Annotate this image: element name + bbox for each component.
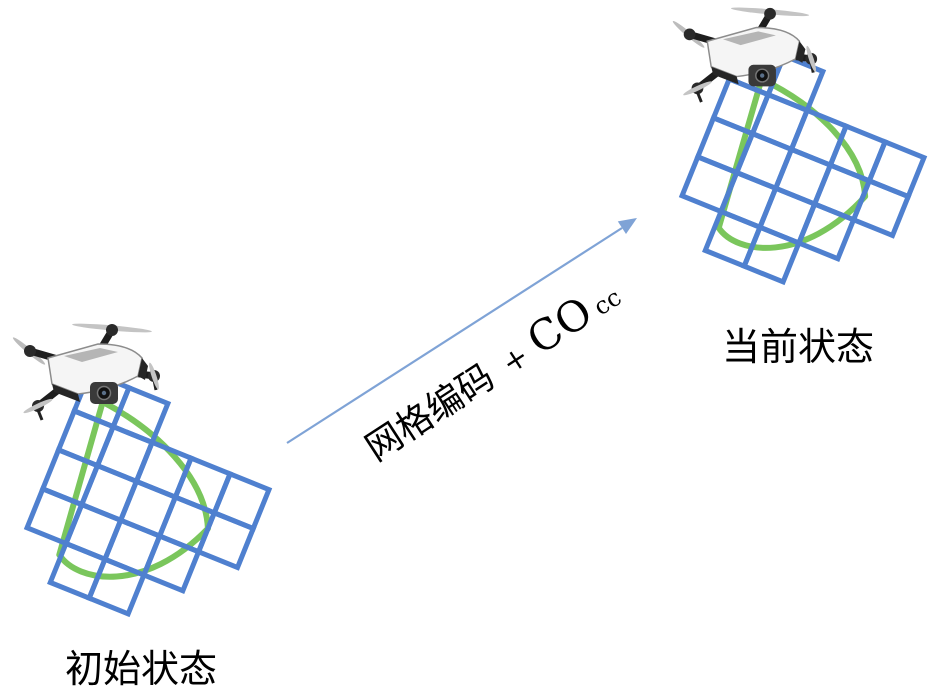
grid-cell (866, 138, 928, 200)
initial-state-grid (23, 368, 273, 618)
grid-cell (740, 223, 803, 286)
arrow-head (617, 218, 637, 234)
arrow-label-plus: + (495, 339, 535, 382)
grid-cell (78, 462, 140, 524)
arrow-label-subscript: cc (589, 283, 627, 321)
initial-state-group: 初始状态 (11, 322, 273, 691)
grid-cell (85, 555, 148, 618)
grid-cell (94, 423, 156, 485)
grid-cell (795, 200, 857, 262)
initial-state-label: 初始状态 (65, 647, 217, 691)
initial-flight-path (56, 398, 211, 580)
grid-cell (850, 177, 912, 239)
grid-cell (117, 478, 179, 540)
arrow-label: 网格编码+COcc (355, 269, 629, 471)
grid-cells (678, 36, 928, 286)
arrow-label-method: 网格编码 (359, 357, 502, 470)
grid-cell (140, 532, 202, 594)
grid-cell (195, 509, 257, 571)
arrow-shaft (286, 227, 623, 444)
transition-arrow: 网格编码+COcc (286, 218, 637, 471)
current-state-grid (678, 36, 928, 286)
drone-icon (11, 322, 160, 420)
current-state-label: 当前状态 (722, 325, 874, 369)
grid-cell (756, 185, 818, 247)
grid-cell (772, 146, 834, 208)
current-state-group: 当前状态 (666, 6, 928, 369)
grid-cells (23, 368, 273, 618)
grid-cell (211, 470, 273, 532)
